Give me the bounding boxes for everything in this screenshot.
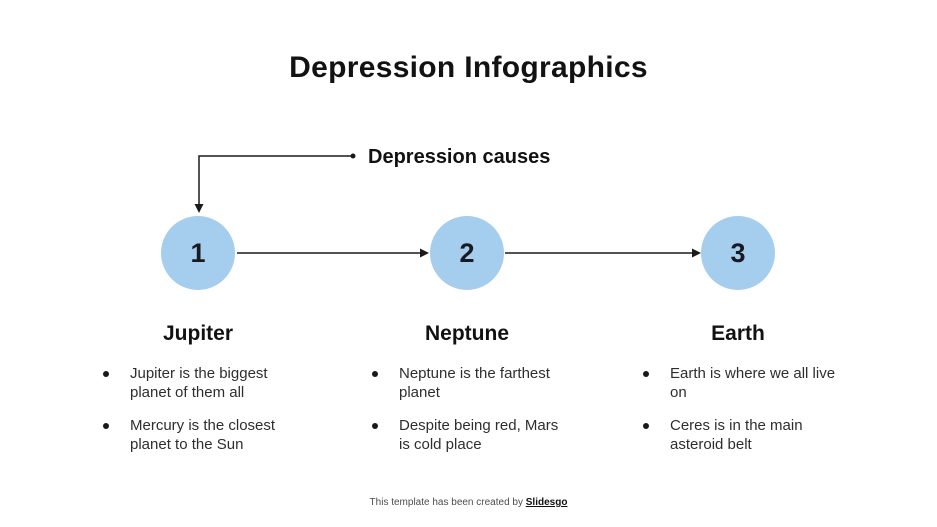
bullet-item: Earth is where we all live on bbox=[628, 364, 848, 402]
flow-arrow-2-3-icon bbox=[505, 248, 701, 258]
flow-arrow-1-2-icon bbox=[237, 248, 429, 258]
bullet-item: Jupiter is the biggest planet of them al… bbox=[88, 364, 308, 402]
step-number-1: 1 bbox=[190, 237, 206, 268]
step-column-3: Earth Earth is where we all live on Cere… bbox=[628, 322, 848, 468]
callout-connector-icon bbox=[194, 153, 356, 213]
bullet-dot-icon bbox=[372, 423, 378, 429]
footer-credit: This template has been created by Slides… bbox=[0, 496, 937, 509]
bullet-text: Ceres is in the main asteroid belt bbox=[670, 417, 803, 453]
bullet-dot-icon bbox=[372, 371, 378, 377]
bullet-text: Mercury is the closest planet to the Sun bbox=[130, 417, 276, 453]
bullet-dot-icon bbox=[103, 371, 109, 377]
step-circle-2: 2 bbox=[430, 216, 504, 290]
step-column-1: Jupiter Jupiter is the biggest planet of… bbox=[88, 322, 308, 468]
bullet-item: Neptune is the farthest planet bbox=[357, 364, 577, 402]
slidesgo-link[interactable]: Slidesgo bbox=[525, 497, 568, 508]
step-number-3: 3 bbox=[730, 237, 746, 268]
bullet-dot-icon bbox=[103, 423, 109, 429]
bullet-text: Jupiter is the biggest planet of them al… bbox=[130, 365, 268, 401]
column-heading-2: Neptune bbox=[425, 322, 509, 345]
footer-credit-text: This template has been created by bbox=[369, 497, 526, 508]
bullet-item: Despite being red, Mars is cold place bbox=[357, 416, 577, 454]
step-circle-1: 1 bbox=[161, 216, 235, 290]
bullet-list-1: Jupiter is the biggest planet of them al… bbox=[88, 364, 308, 454]
bullet-list-3: Earth is where we all live on Ceres is i… bbox=[628, 364, 848, 454]
bullet-list-2: Neptune is the farthest planet Despite b… bbox=[357, 364, 577, 454]
column-heading-1: Jupiter bbox=[162, 322, 233, 345]
bullet-item: Mercury is the closest planet to the Sun bbox=[88, 416, 308, 454]
step-column-2: Neptune Neptune is the farthest planet D… bbox=[357, 322, 577, 468]
bullet-dot-icon bbox=[643, 371, 649, 377]
bullet-dot-icon bbox=[643, 423, 649, 429]
slide-title: Depression Infographics bbox=[289, 51, 648, 84]
step-number-2: 2 bbox=[459, 237, 475, 268]
column-heading-3: Earth bbox=[711, 322, 765, 345]
callout-label: Depression causes bbox=[368, 146, 551, 168]
bullet-text: Despite being red, Mars is cold place bbox=[399, 417, 559, 453]
bullet-text: Neptune is the farthest planet bbox=[399, 365, 550, 401]
step-circle-3: 3 bbox=[701, 216, 775, 290]
bullet-item: Ceres is in the main asteroid belt bbox=[628, 416, 848, 454]
bullet-text: Earth is where we all live on bbox=[670, 365, 836, 401]
